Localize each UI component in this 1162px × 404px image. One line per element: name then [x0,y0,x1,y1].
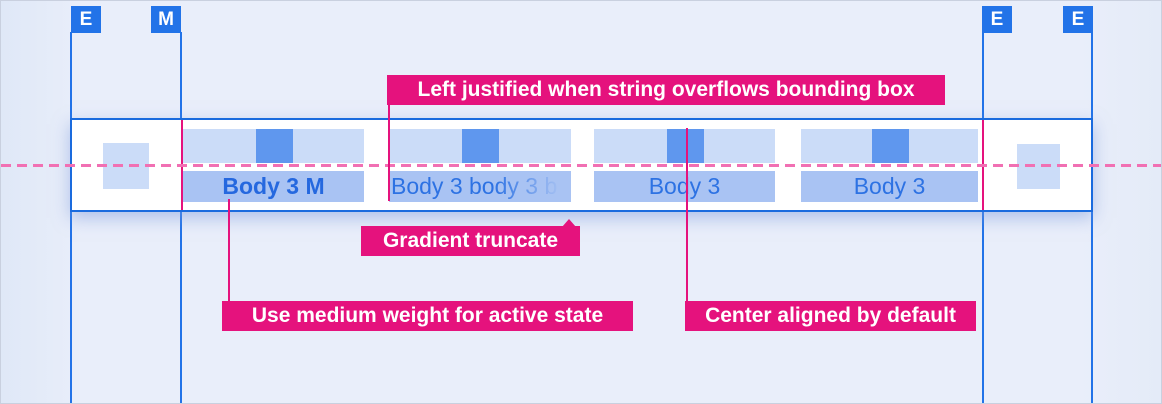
tab-icon-placeholder [666,129,704,163]
annotation-left-justified: Left justified when string overflows bou… [387,75,945,105]
tab-default-2[interactable]: Body 3 [801,129,978,202]
guide-line-edge-left [70,32,72,403]
tab-label: Body 3 [801,171,978,202]
tab-icon-placeholder [255,129,293,163]
tab-label: Body 3 M [183,171,364,202]
connector-medium-weight [228,199,230,301]
guide-line-margin-left [180,32,182,403]
spacing-marker-m: M [151,6,181,33]
tab-default-1[interactable]: Body 3 [594,129,775,202]
tab-icon-placeholder [462,129,499,163]
annotation-caret-up-icon [562,219,576,227]
tab-active[interactable]: Body 3 M [183,129,364,202]
center-dashed-line [1,164,1161,167]
annotation-center-aligned: Center aligned by default [685,301,976,331]
connector-left-justified [388,105,390,201]
annotation-gradient-truncate: Gradient truncate [361,226,580,256]
spacing-marker-e-right-outer: E [1063,6,1093,33]
connector-center-aligned [686,128,688,301]
tab-label: Body 3 [594,171,775,202]
annotation-medium-weight: Use medium weight for active state [222,301,633,331]
gradient-truncate-fade [493,171,571,202]
tab-overflow[interactable]: Body 3 body 3 b [389,129,571,202]
guide-line-edge-right-inner [982,32,984,403]
spacing-marker-e-right-inner: E [982,6,1012,33]
spacing-marker-e-left: E [71,6,101,33]
guide-line-edge-right-outer [1091,32,1093,403]
tab-icon-placeholder [871,129,909,163]
